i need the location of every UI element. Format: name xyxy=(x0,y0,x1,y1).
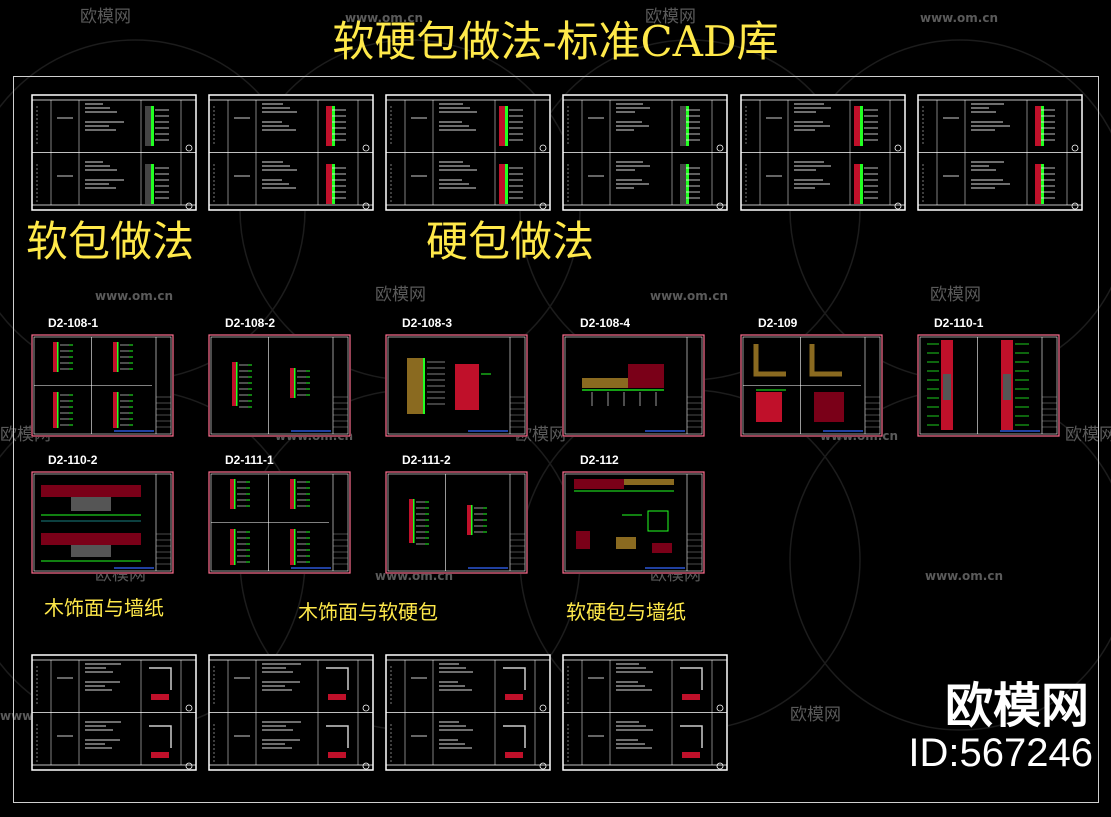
watermark-text: 欧模网 xyxy=(80,7,131,27)
spec-sheet xyxy=(740,94,906,211)
watermark-text: 欧模网 xyxy=(1065,425,1111,445)
section-title-soft-pack: 软包做法 xyxy=(26,217,195,266)
sheet-border xyxy=(31,471,174,574)
detail-sheet xyxy=(385,471,528,574)
sheet-label: D2-108-3 xyxy=(402,316,453,330)
detail-sheet xyxy=(385,334,528,437)
sheet-border xyxy=(562,471,705,574)
sheet-label: D2-112 xyxy=(580,453,619,467)
watermark-text: 欧模网 xyxy=(375,285,426,305)
brand-logo: 欧模网 xyxy=(944,678,1089,734)
sheet-border xyxy=(740,334,883,437)
sheet-label: D2-108-4 xyxy=(580,316,631,330)
detail-sheet xyxy=(740,334,883,437)
spec-sheet xyxy=(208,94,374,211)
watermark-text: www.om.cn xyxy=(920,11,998,25)
spec-sheet xyxy=(31,654,197,771)
page-title: 软硬包做法-标准CAD库 xyxy=(332,17,779,66)
spec-sheet xyxy=(562,654,728,771)
watermark-text: 欧模网 xyxy=(790,705,841,725)
watermark-text: 欧模网 xyxy=(930,285,981,305)
spec-sheet xyxy=(31,94,197,211)
section-title-wood-softhard: 木饰面与软硬包 xyxy=(298,600,438,624)
watermark-text: www.om.cn xyxy=(345,11,423,25)
drawing-frame xyxy=(13,76,1099,803)
sheet-label: D2-111-2 xyxy=(402,453,451,467)
watermark-text: www.om.cn xyxy=(95,289,173,303)
section-title-wood-wallpaper: 木饰面与墙纸 xyxy=(44,596,164,620)
sheet-border xyxy=(208,471,351,574)
section-title-hard-pack: 硬包做法 xyxy=(426,217,595,266)
detail-sheet xyxy=(208,334,351,437)
detail-sheet xyxy=(562,471,705,574)
sheet-border xyxy=(562,334,705,437)
watermark-text: www.om.cn xyxy=(925,569,1003,583)
sheet-border xyxy=(208,334,351,437)
detail-sheet xyxy=(31,471,174,574)
watermark-text: www.om.cn xyxy=(650,289,728,303)
detail-sheet xyxy=(31,334,174,437)
watermark-text: 欧模网 xyxy=(645,7,696,27)
sheet-label: D2-110-1 xyxy=(934,316,984,330)
spec-sheet xyxy=(385,654,551,771)
sheet-border xyxy=(31,334,174,437)
spec-sheet xyxy=(208,654,374,771)
section-title-softhard-wallpaper: 软硬包与墙纸 xyxy=(566,600,686,624)
spec-sheet xyxy=(385,94,551,211)
sheet-label: D2-108-1 xyxy=(48,316,99,330)
sheet-border xyxy=(917,334,1060,437)
spec-sheet xyxy=(917,94,1083,211)
brand-id: ID:567246 xyxy=(908,731,1093,775)
sheet-border xyxy=(385,471,528,574)
sheet-label: D2-108-2 xyxy=(225,316,276,330)
sheet-label: D2-109 xyxy=(758,316,798,330)
detail-sheet xyxy=(917,334,1060,437)
sheet-label: D2-110-2 xyxy=(48,453,98,467)
detail-sheet xyxy=(562,334,705,437)
sheet-label: D2-111-1 xyxy=(225,453,274,467)
spec-sheet xyxy=(562,94,728,211)
sheet-border xyxy=(385,334,528,437)
detail-sheet xyxy=(208,471,351,574)
